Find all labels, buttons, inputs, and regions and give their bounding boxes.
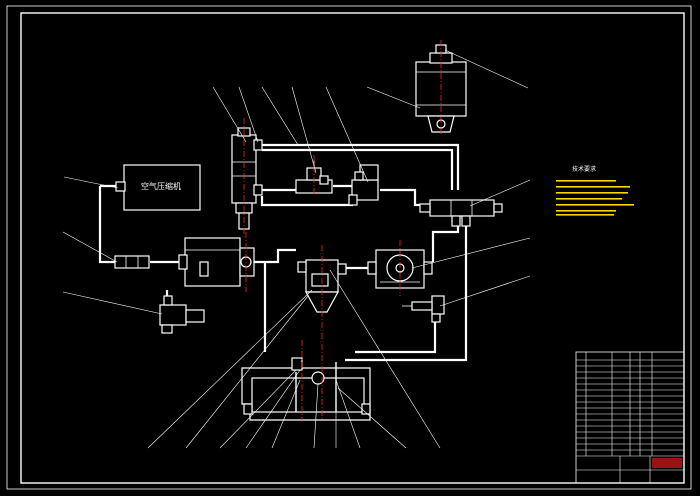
air-compressor-label: 空气压缩机 — [141, 181, 181, 191]
sheet-outer-border — [6, 5, 692, 490]
inline-filter-left — [114, 255, 150, 269]
directional-valve-block — [419, 199, 503, 227]
solenoid-valve-lower-left — [159, 295, 205, 334]
notes-title: 技术要求 — [572, 165, 596, 173]
parts-list-table — [575, 351, 685, 484]
technical-requirements-notes: 技术要求 — [556, 165, 634, 216]
oil-tank — [241, 357, 371, 421]
relief-valve-right — [402, 295, 445, 323]
solenoid-valve-middle — [348, 164, 379, 206]
leader-lines — [62, 49, 531, 449]
sheet-inner-border — [20, 12, 685, 484]
compressor-outlet-fitting — [115, 181, 126, 192]
actuator-cylinder-left — [178, 237, 255, 287]
vertical-cylinder — [231, 127, 263, 230]
